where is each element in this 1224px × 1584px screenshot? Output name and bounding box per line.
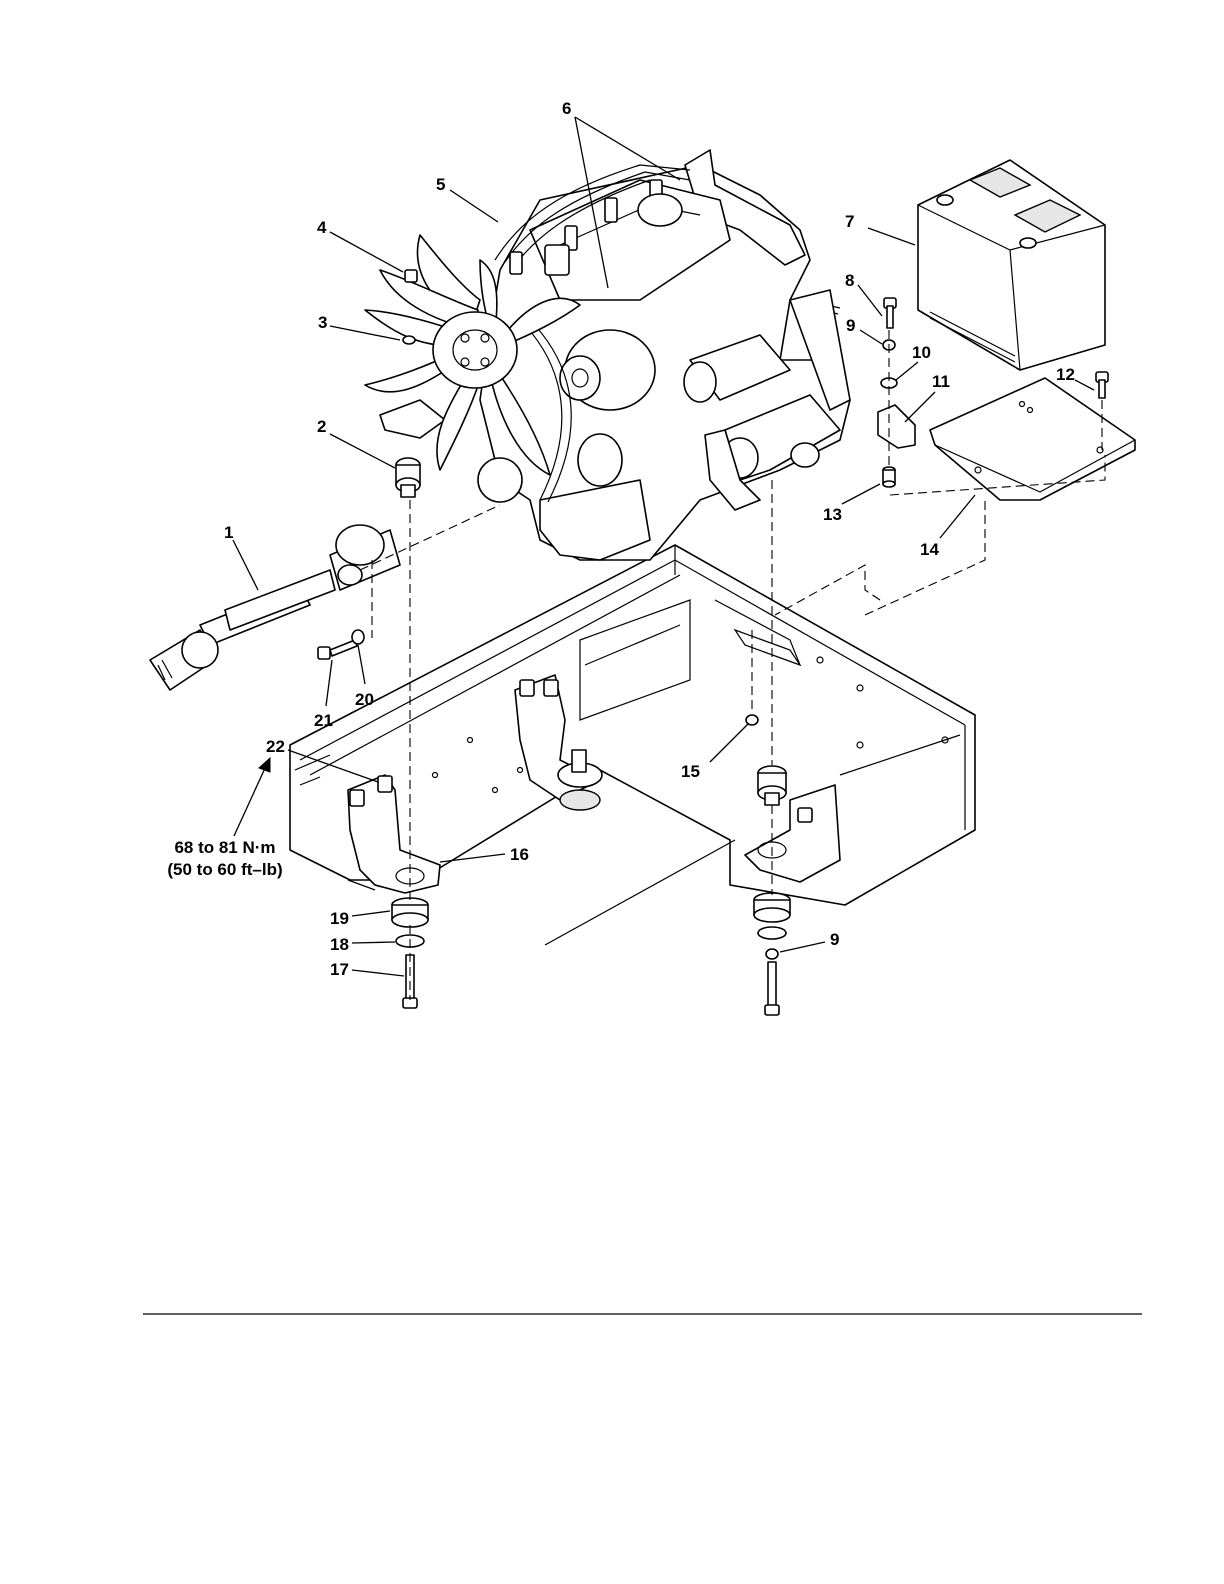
callout-9-upper: 9 bbox=[846, 316, 855, 335]
callout-13: 13 bbox=[823, 505, 842, 524]
nut-part-4 bbox=[405, 270, 417, 282]
clamp-part-11 bbox=[878, 405, 915, 448]
torque-spec: 68 to 81 N·m (50 to 60 ft–lb) bbox=[167, 838, 282, 879]
callout-1: 1 bbox=[224, 523, 233, 542]
spacer-part-13 bbox=[883, 467, 895, 487]
drive-shaft-part-1 bbox=[150, 525, 400, 690]
callout-22: 22 bbox=[266, 737, 285, 756]
washer-lower-right bbox=[758, 927, 786, 939]
callout-3: 3 bbox=[318, 313, 327, 332]
isolator-part-2 bbox=[396, 458, 420, 497]
callout-14: 14 bbox=[920, 540, 939, 559]
callout-11: 11 bbox=[932, 372, 950, 391]
callout-8: 8 bbox=[845, 271, 854, 290]
callout-10: 10 bbox=[912, 343, 931, 362]
bolt-part-8 bbox=[884, 298, 896, 328]
battery-part-7 bbox=[918, 160, 1105, 370]
bolt-lower-right bbox=[765, 962, 779, 1015]
callout-15: 15 bbox=[681, 762, 700, 781]
callout-18: 18 bbox=[330, 935, 349, 954]
callout-5: 5 bbox=[436, 175, 445, 194]
callout-12: 12 bbox=[1056, 365, 1075, 384]
callout-20: 20 bbox=[355, 690, 374, 709]
callout-19: 19 bbox=[330, 909, 349, 928]
torque-metric: 68 to 81 N·m bbox=[174, 838, 275, 857]
callout-9-lower: 9 bbox=[830, 930, 839, 949]
bolt-part-12 bbox=[1096, 372, 1108, 398]
callout-16: 16 bbox=[510, 845, 529, 864]
callout-17: 17 bbox=[330, 960, 349, 979]
callout-2: 2 bbox=[317, 417, 326, 436]
callout-4: 4 bbox=[317, 218, 327, 237]
lock-washer-part-9-lower bbox=[766, 949, 778, 959]
washer-part-20 bbox=[352, 630, 364, 644]
isolator-lower-right bbox=[754, 893, 790, 922]
washer-part-3 bbox=[403, 336, 415, 344]
callout-21: 21 bbox=[314, 711, 333, 730]
callout-6: 6 bbox=[562, 99, 571, 118]
torque-imperial: (50 to 60 ft–lb) bbox=[167, 860, 282, 879]
nut-part-15 bbox=[746, 715, 758, 725]
isolator-part-19 bbox=[392, 898, 428, 927]
bolt-part-21 bbox=[318, 640, 357, 659]
callout-7: 7 bbox=[845, 212, 854, 231]
